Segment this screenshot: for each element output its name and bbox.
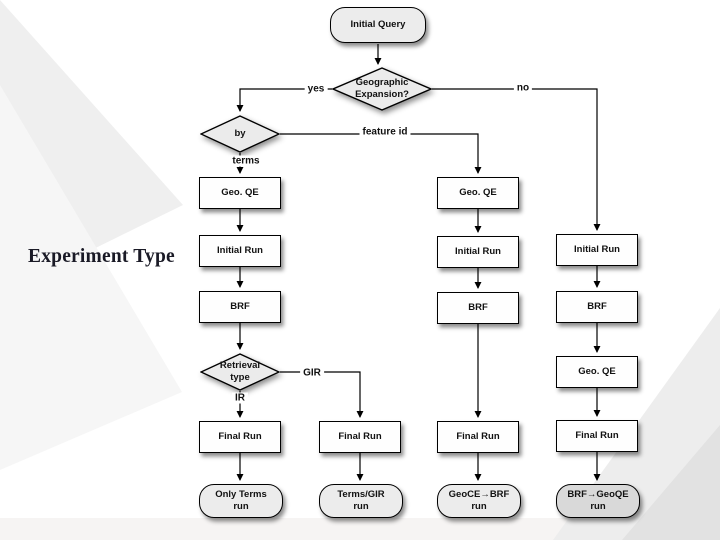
node-label: Final Run [456,430,500,442]
node-label: Terms/GIR [337,488,385,500]
node-label: Initial Query [350,18,406,30]
node-label: run [590,501,606,512]
node-label: Final Run [575,429,619,441]
node-label: run [233,501,249,512]
node-label: BRF→GeoQE [567,488,629,500]
node-label: Initial Run [455,245,501,257]
edge-label-feature-id: feature id [359,126,411,138]
edge-label-terms: terms [229,155,263,167]
geo-qe-terms-node: Geo. QE [199,177,281,209]
node-label: GeoCE→BRF [448,488,510,500]
node-label: Final Run [218,430,262,442]
node-label: BRF [468,301,488,313]
final-run-gir-node: Final Run [319,421,401,453]
initial-query-node: Initial Query [330,7,426,43]
node-label: by [234,127,246,139]
bottom-band [0,518,720,540]
node-label: run [353,501,369,512]
flow-edge [236,88,332,112]
diamond-shape [332,67,432,111]
brf-terms-node: BRF [199,291,281,323]
node-label: BRF [230,300,250,312]
initial-run-no-node: Initial Run [556,234,638,266]
node-label: type [230,372,250,383]
node-label: Final Run [338,430,382,442]
slide-title: Experiment Type [28,246,175,267]
node-label: Geo. QE [459,186,497,198]
flow-edge [280,133,482,174]
node-label: Geo. QE [578,365,616,377]
node-label: Initial Run [217,244,263,256]
final-run-no-node: Final Run [556,420,638,452]
node-label: Expansion? [355,89,409,100]
flow-edge [432,88,601,231]
by-decision: by [200,115,280,153]
edge-label-ir: IR [232,392,248,404]
final-run-ir-node: Final Run [199,421,281,453]
edge-label-yes: yes [304,83,328,95]
brf-featureid-node: BRF [437,292,519,324]
diamond-shape [200,353,280,391]
node-label: Initial Run [574,243,620,255]
initial-run-terms-node: Initial Run [199,235,281,267]
node-label: Retrieval [219,359,261,371]
node-label: Only Terms [215,488,267,500]
node-label: Geo. QE [221,186,259,198]
node-label: run [471,501,487,512]
top-left-wedge-inner [0,85,182,470]
initial-run-featureid-node: Initial Run [437,236,519,268]
node-label: BRF [587,300,607,312]
geo-qe-featureid-node: Geo. QE [437,177,519,209]
diamond-shape [200,115,280,153]
edge-label-gir: GIR [300,367,324,379]
node-label: Geographic [355,76,409,88]
edge-label-no: no [513,82,533,94]
brf-no-node: BRF [556,291,638,323]
final-run-featureid-node: Final Run [437,421,519,453]
geo-qe-no-node: Geo. QE [556,356,638,388]
bottom-right-wedge-inner [622,425,720,540]
